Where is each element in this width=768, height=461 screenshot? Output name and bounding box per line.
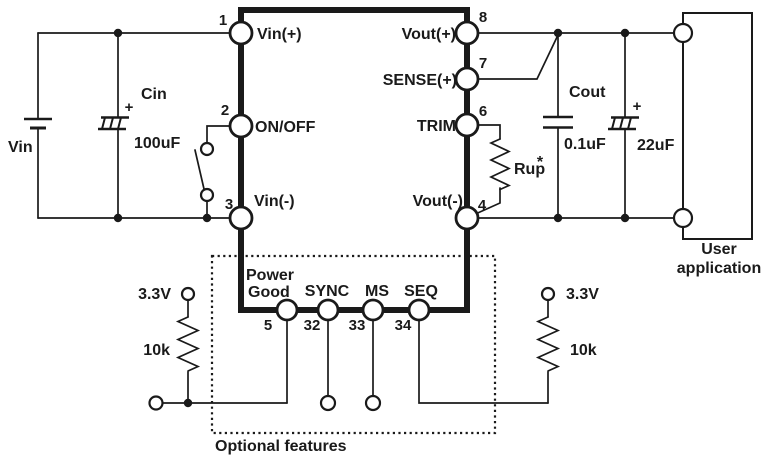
pin-32-number: 32 [304,317,321,334]
pin-3-number: 3 [225,196,233,213]
pin-3-label: Vin(-) [254,193,295,210]
pin-1-circle [228,20,254,46]
bulk-value-label: 22uF [637,137,675,154]
user-app-bottom-terminal [672,207,694,229]
onoff-stub-wire [206,125,233,144]
junction-dot [620,28,630,38]
pin-6-label: TRIM [417,118,456,135]
pin-4-number: 4 [478,197,487,214]
cout-value-label: 0.1uF [564,136,606,153]
pin-2-label: ON/OFF [255,119,316,136]
input-wires [37,32,233,219]
pin-7-label: SENSE(+) [383,72,457,89]
terminal-circles [148,22,694,412]
optional-features-box [210,254,497,435]
pin-34-circle [407,298,431,322]
junction-dots [113,28,630,408]
left-pullup-resistor-symbol [175,316,201,372]
right-supply-terminal [540,286,556,302]
pin-5-circle [275,298,299,322]
pin-1-label: Vin(+) [257,26,302,43]
ms-terminal [364,394,382,412]
bulk-hatch [611,117,632,130]
pin-8-number: 8 [479,9,487,26]
pin-33-number: 33 [349,317,366,334]
user-app-top-terminal [672,22,694,44]
sense-wire [475,34,559,80]
pin-8-label: Vout(+) [402,26,456,43]
cout-name-label: Cout [569,84,606,101]
junction-dot [620,213,630,223]
user-app-label-line2: application [677,260,761,277]
cin-polarity-label: + [125,99,134,116]
bulk-capacitor-symbol [608,116,639,131]
cin-name-label: Cin [141,86,167,103]
pin-4-circle [454,205,480,231]
trim-stub-wire [475,124,501,140]
cin-capacitor-symbol [98,116,129,131]
pin-6-number: 6 [479,103,487,120]
left-supply-label: 3.3V [138,286,171,303]
pin-2-circle [228,113,254,139]
junction-dot [183,398,193,408]
bottom-wires [161,299,549,404]
pin-7-circle [454,66,480,92]
pin-4-label: Vout(-) [413,193,463,210]
pin-34-number: 34 [395,317,412,334]
pin-33-label: MS [365,283,389,300]
switch-top-terminal [199,141,215,157]
pin-32-label: SYNC [305,283,350,300]
right-pullup-value-label: 10k [570,342,597,359]
bulk-polarity-label: + [633,98,642,115]
vin-source-label: Vin [8,139,33,156]
cin-hatch [101,117,122,130]
cin-value-label: 100uF [134,135,180,152]
output-wires [470,32,676,219]
right-supply-label: 3.3V [566,286,599,303]
junction-dot [113,28,123,38]
junction-dot [202,213,212,223]
pin-5-number: 5 [264,317,272,334]
pin-5-label-line1: Power [246,267,294,284]
left-pullup-value-label: 10k [143,342,170,359]
user-application-box [682,12,753,240]
rup-bottom-wire [470,187,501,217]
vin-source-symbol [24,117,52,130]
cout-capacitor-symbol [543,115,573,129]
switch-blade [194,149,205,190]
left-supply-terminal [180,286,196,302]
pin-34-label: SEQ [404,283,438,300]
module-pin-circles [228,20,480,322]
user-app-label-line1: User [701,241,737,258]
pin-33-circle [361,298,385,322]
rup-star-label: * [537,154,544,171]
pin-8-circle [454,20,480,46]
pin-7-number: 7 [479,55,487,72]
right-pullup-resistor-symbol [535,316,561,372]
junction-dot [113,213,123,223]
sync-terminal [319,394,337,412]
switch-bottom-terminal [199,187,215,203]
pin-6-circle [454,112,480,138]
rup-resistor-symbol [488,138,512,191]
pin-2-number: 2 [221,102,229,119]
optional-features-label: Optional features [215,438,347,455]
pin-5-label-line2: Good [248,284,290,301]
power-good-node-terminal [148,395,164,411]
junction-dot [553,28,563,38]
pin-3-circle [228,205,254,231]
seq-drop-wire [418,319,549,404]
module-body [238,7,470,313]
junction-dot [553,213,563,223]
rup-name-label: Rup [514,161,545,178]
pin-1-number: 1 [219,12,227,29]
pin-32-circle [316,298,340,322]
